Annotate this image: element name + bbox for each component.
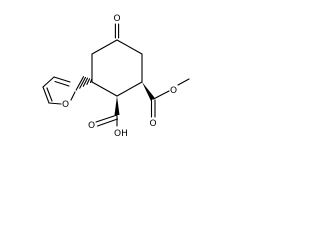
ester-carbonyl-oxygen-label: O: [150, 119, 157, 129]
ring-bond-ester-carbon-to-acid-carbon: [116, 81, 143, 97]
furan-c2-c3-double-a: [53, 76, 71, 83]
structure-canvas: O O O OH O O: [0, 0, 222, 148]
furan-c3-c4-bond: [42, 76, 55, 88]
acid-carbonyl-double-b: [96, 118, 119, 127]
furan-o-c2-bond: [70, 91, 76, 101]
furan-c5-o-bond: [48, 102, 62, 105]
ring-bond-ketone-to-right-ch2: [116, 39, 143, 55]
furan-c4-c5-double-b: [46, 87, 53, 102]
bold-wedge-bond-ester: [142, 82, 155, 101]
furan-c2-c3-double-b: [54, 80, 70, 87]
ketone-oxygen-label: O: [114, 14, 121, 24]
ester-oxygen-label: O: [170, 86, 177, 96]
acid-carbonyl-double-a: [95, 114, 118, 123]
furan-c4-c5-double-a: [42, 86, 50, 104]
acid-carbonyl-oxygen-label: O: [88, 121, 95, 131]
ring-bond-left-ch2-to-ketone: [91, 39, 118, 55]
chemical-structure-diagram: O O O OH O O: [42, 14, 190, 139]
acid-hydroxyl-label: OH: [114, 129, 128, 139]
ester-o-methyl-bond: [177, 78, 190, 86]
furan-oxygen-label: O: [62, 100, 69, 110]
hashed-wedge-bond-furyl: [75, 76, 93, 91]
bold-wedge-bond-acid: [114, 96, 120, 115]
ester-c-o-bond: [152, 90, 170, 100]
ring-bond-acid-carbon-to-furyl-carbon: [91, 81, 118, 97]
